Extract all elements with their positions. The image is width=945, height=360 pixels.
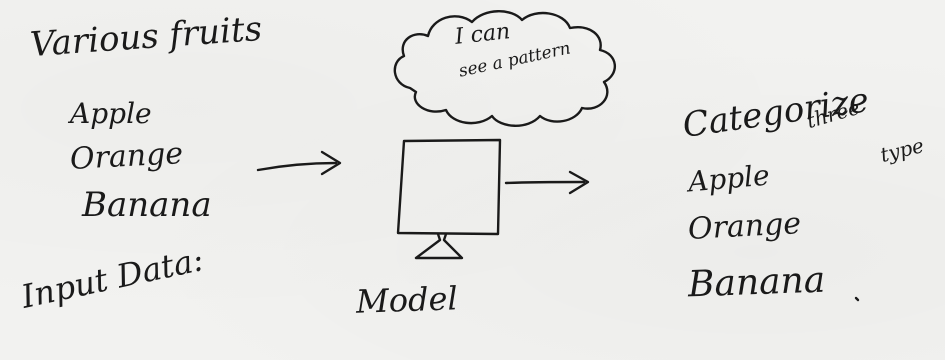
output-item-banana: Banana	[687, 259, 826, 306]
input-arrow-head	[320, 150, 342, 176]
model-monitor	[396, 138, 502, 236]
dot-mark	[854, 296, 860, 302]
input-item-apple: Apple	[70, 97, 152, 130]
model-label: Model	[355, 279, 459, 321]
output-item-apple: Apple	[686, 158, 771, 199]
model-stand	[414, 232, 464, 260]
output-arrow	[504, 180, 586, 185]
thought-cloud	[393, 10, 616, 127]
input-item-orange: Orange	[69, 136, 184, 177]
input-arrow	[256, 161, 338, 172]
thought-line-1: I can	[453, 19, 512, 50]
output-item-orange: Orange	[687, 206, 802, 247]
output-arrow-head	[568, 170, 590, 195]
input-item-banana: Banana	[82, 185, 212, 225]
